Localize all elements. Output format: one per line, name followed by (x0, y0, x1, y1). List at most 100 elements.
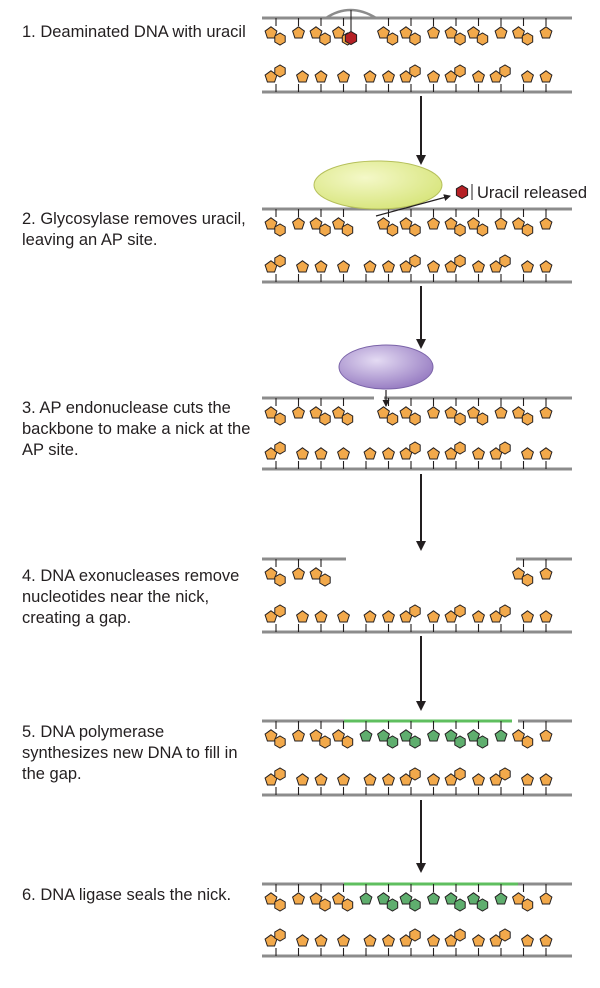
base-hexagon (319, 735, 331, 749)
base-hexagon (386, 898, 399, 912)
sugar-pentagon (444, 892, 458, 905)
sugar-pentagon (427, 729, 440, 742)
base-hexagon (521, 735, 534, 749)
dna-panel-6 (262, 882, 572, 958)
base-hexagon (521, 32, 534, 46)
sugar-pentagon (292, 406, 305, 419)
sugar-pentagon (521, 773, 534, 786)
step-1-label: 1. Deaminated DNA with uracil (22, 23, 246, 41)
sugar-pentagon (467, 26, 480, 39)
sugar-pentagon (309, 567, 323, 580)
sugar-pentagon (539, 567, 553, 580)
step-4-label: 4. DNA exonucleases remove nucleotides n… (22, 567, 240, 627)
sugar-pentagon (337, 610, 350, 623)
step-6-label: 6. DNA ligase seals the nick. (22, 886, 232, 904)
sugar-pentagon (382, 260, 395, 273)
sugar-pentagon (292, 892, 305, 905)
base-hexagon (521, 573, 534, 587)
base-hexagon (499, 254, 511, 268)
sugar-pentagon (337, 773, 350, 786)
sugar-pentagon (521, 70, 534, 83)
base-hexagon (454, 767, 466, 781)
sugar-pentagon (292, 729, 305, 742)
uracil-base (344, 30, 358, 46)
sugar-pentagon (539, 260, 553, 273)
sugar-pentagon (427, 610, 440, 623)
sugar-pentagon (363, 70, 377, 83)
base-hexagon (409, 767, 421, 781)
uracil-released-label: Uracil released (477, 184, 587, 202)
base-hexagon (499, 767, 511, 781)
sugar-pentagon (427, 70, 440, 83)
sugar-pentagon (512, 406, 525, 419)
sugar-pentagon (382, 773, 395, 786)
sugar-pentagon (377, 729, 390, 742)
base-hexagon (454, 735, 466, 749)
sugar-pentagon (494, 892, 508, 905)
base-hexagon (386, 223, 399, 237)
sugar-pentagon (382, 934, 395, 947)
sugar-pentagon (472, 773, 485, 786)
sugar-pentagon (363, 260, 377, 273)
sugar-pentagon (332, 26, 345, 39)
base-hexagon (319, 898, 331, 912)
sugar-pentagon (472, 934, 485, 947)
base-hexagon (274, 573, 286, 587)
base-hexagon (521, 223, 534, 237)
base-hexagon (454, 898, 466, 912)
base-hexagon (499, 64, 511, 78)
base-hexagon (476, 412, 489, 426)
sugar-pentagon (309, 892, 323, 905)
sugar-pentagon (332, 406, 345, 419)
sugar-pentagon (521, 610, 534, 623)
sugar-pentagon (472, 610, 485, 623)
base-hexagon (319, 32, 331, 46)
sugar-pentagon (314, 773, 328, 786)
sugar-pentagon (363, 934, 377, 947)
sugar-pentagon (337, 70, 350, 83)
sugar-pentagon (427, 892, 440, 905)
sugar-pentagon (264, 729, 278, 742)
base-hexagon (454, 32, 466, 46)
base-hexagon (409, 412, 421, 426)
sugar-pentagon (377, 406, 390, 419)
base-hexagon (274, 412, 286, 426)
sugar-pentagon (382, 447, 395, 460)
step-5-label: 5. DNA polymerase synthesizes new DNA to… (22, 723, 238, 783)
base-hexagon (499, 441, 511, 455)
base-hexagon (454, 254, 466, 268)
base-hexagon (274, 223, 286, 237)
base-hexagon (274, 604, 286, 618)
base-hexagon (274, 254, 286, 268)
sugar-pentagon (264, 892, 278, 905)
sugar-pentagon (337, 260, 350, 273)
base-hexagon (476, 898, 489, 912)
sugar-pentagon (427, 26, 440, 39)
base-hexagon (409, 32, 421, 46)
base-hexagon (274, 441, 286, 455)
sugar-pentagon (296, 610, 309, 623)
base-hexagon (274, 767, 286, 781)
sugar-pentagon (427, 406, 440, 419)
sugar-pentagon (399, 26, 413, 39)
sugar-pentagon (264, 217, 278, 230)
base-hexagon (409, 928, 421, 942)
sugar-pentagon (427, 447, 440, 460)
sugar-pentagon (399, 406, 413, 419)
base-hexagon (521, 412, 534, 426)
base-hexagon (409, 64, 421, 78)
base-hexagon (274, 32, 286, 46)
sugar-pentagon (494, 26, 508, 39)
sugar-pentagon (444, 729, 458, 742)
base-hexagon (341, 412, 354, 426)
sugar-pentagon (359, 729, 373, 742)
sugar-pentagon (314, 610, 328, 623)
sugar-pentagon (399, 217, 413, 230)
sugar-pentagon (309, 217, 323, 230)
sugar-pentagon (377, 892, 390, 905)
sugar-pentagon (314, 260, 328, 273)
base-hexagon (409, 604, 421, 618)
sugar-pentagon (264, 406, 278, 419)
sugar-pentagon (472, 260, 485, 273)
